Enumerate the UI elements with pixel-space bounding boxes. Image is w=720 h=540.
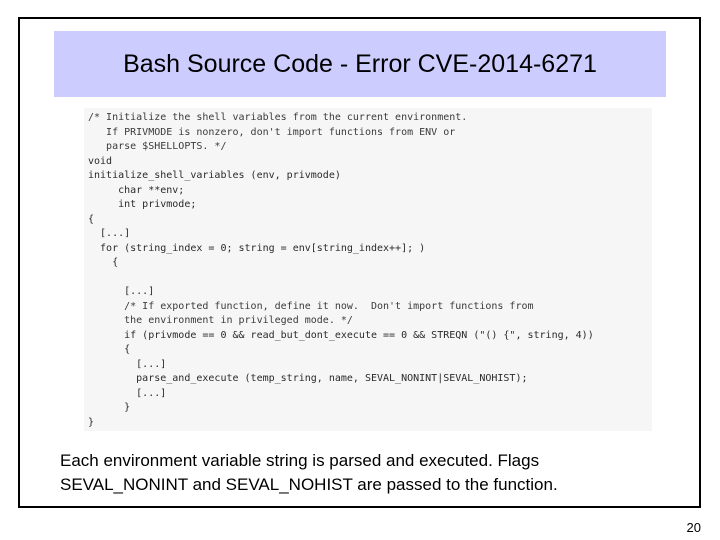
- code-line: [...]: [88, 358, 167, 370]
- code-line: }: [88, 402, 131, 413]
- code-line: [...]: [88, 286, 155, 297]
- code-line: /* If exported function, define it now. …: [88, 300, 534, 312]
- slide-title: Bash Source Code - Error CVE-2014-6271: [123, 49, 597, 78]
- slide-body-text: Each environment variable string is pars…: [60, 449, 680, 497]
- code-line: initialize_shell_variables (env, privmod…: [88, 170, 341, 181]
- code-line: /* Initialize the shell variables from t…: [88, 112, 468, 123]
- code-line: parse_and_execute (temp_string, name, SE…: [88, 373, 528, 384]
- code-line: for (string_index = 0; string = env[stri…: [88, 242, 426, 254]
- code-line: {: [88, 213, 95, 225]
- code-line: }: [88, 416, 95, 428]
- code-line: {: [88, 257, 119, 268]
- code-line: [...]: [88, 387, 167, 399]
- code-line: [...]: [88, 228, 131, 239]
- code-line: If PRIVMODE is nonzero, don't import fun…: [88, 126, 456, 138]
- code-line: int privmode;: [88, 199, 197, 210]
- page-number: 20: [686, 520, 701, 535]
- code-line: if (privmode == 0 && read_but_dont_execu…: [88, 329, 594, 341]
- title-banner: Bash Source Code - Error CVE-2014-6271: [54, 31, 666, 97]
- body-line: Each environment variable string is pars…: [60, 451, 540, 470]
- body-line: SEVAL_NONINT and SEVAL_NOHIST are passed…: [60, 475, 558, 494]
- code-line: char **env;: [88, 184, 185, 196]
- code-line: parse $SHELLOPTS. */: [88, 141, 227, 152]
- code-snippet: /* Initialize the shell variables from t…: [84, 108, 652, 431]
- code-line: the environment in privileged mode. */: [88, 315, 353, 326]
- code-line: [88, 271, 652, 286]
- code-line: {: [88, 344, 131, 355]
- code-line: void: [88, 155, 113, 167]
